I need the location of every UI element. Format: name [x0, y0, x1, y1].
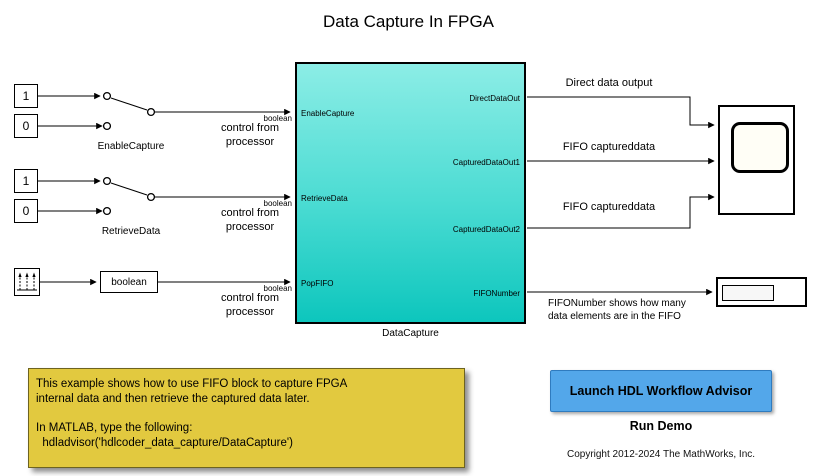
- annotation-fifo-captureddata-1: FIFO captureddata: [562, 141, 656, 153]
- annotation-control-from-processor-2: control from processor: [220, 207, 280, 233]
- display-value-field: [722, 285, 774, 301]
- annotation-control-from-processor-1: control from processor: [220, 122, 280, 148]
- display-block[interactable]: [716, 277, 807, 307]
- example-note: This example shows how to use FIFO block…: [28, 368, 465, 468]
- output-port-label-captureddataout2: CapturedDataOut2: [452, 225, 520, 234]
- constant-block-enable-on[interactable]: 1: [14, 84, 38, 108]
- constant-block-retrieve-on[interactable]: 1: [14, 169, 38, 193]
- datacapture-subsystem-block[interactable]: EnableCapture RetrieveData PopFIFO Direc…: [295, 62, 526, 324]
- scope-block[interactable]: [718, 105, 795, 215]
- data-type-conversion-block[interactable]: boolean: [100, 271, 158, 293]
- run-demo-caption: Run Demo: [629, 419, 693, 433]
- example-note-description: This example shows how to use FIFO block…: [36, 378, 348, 405]
- pulse-waveform-icon: [17, 272, 37, 291]
- signal-wires: [38, 92, 715, 296]
- pulse-generator-block[interactable]: [14, 268, 40, 296]
- output-port-label-captureddataout1: CapturedDataOut1: [452, 158, 520, 167]
- output-port-label-directdataout: DirectDataOut: [469, 94, 520, 103]
- retrieve-data-switch-label: RetrieveData: [101, 226, 161, 237]
- input-port-label-popfifo: PopFIFO: [301, 279, 334, 288]
- model-title: Data Capture In FPGA: [322, 12, 495, 31]
- enable-capture-switch-label: EnableCapture: [97, 141, 165, 152]
- signal-type-label-boolean-2: boolean: [263, 199, 292, 208]
- scope-screen-icon: [731, 122, 789, 173]
- annotation-fifonumber-note: FIFONumber shows how many data elements …: [548, 298, 686, 322]
- annotation-fifo-captureddata-2: FIFO captureddata: [562, 201, 656, 213]
- launch-hdl-workflow-advisor-button[interactable]: Launch HDL Workflow Advisor: [550, 370, 772, 412]
- annotation-direct-data-output: Direct data output: [565, 77, 653, 89]
- copyright-text: Copyright 2012-2024 The MathWorks, Inc.: [566, 449, 756, 460]
- input-port-label-enablecapture: EnableCapture: [301, 109, 355, 118]
- input-port-label-retrievedata: RetrieveData: [301, 194, 348, 203]
- example-note-command: hdladvisor('hdlcoder_data_capture/DataCa…: [36, 437, 293, 449]
- output-port-label-fifonumber: FIFONumber: [473, 289, 520, 298]
- note-spacer: [36, 407, 457, 421]
- constant-block-retrieve-off[interactable]: 0: [14, 199, 38, 223]
- signal-type-label-boolean-1: boolean: [263, 114, 292, 123]
- constant-block-enable-off[interactable]: 0: [14, 114, 38, 138]
- manual-switch-retrieve-data[interactable]: [102, 176, 156, 216]
- signal-type-label-boolean-3: boolean: [263, 284, 292, 293]
- example-note-matlab-instruction: In MATLAB, type the following:: [36, 422, 193, 434]
- manual-switch-enable-capture[interactable]: [102, 91, 156, 131]
- datacapture-block-label: DataCapture: [382, 328, 439, 339]
- annotation-control-from-processor-3: control from processor: [220, 292, 280, 318]
